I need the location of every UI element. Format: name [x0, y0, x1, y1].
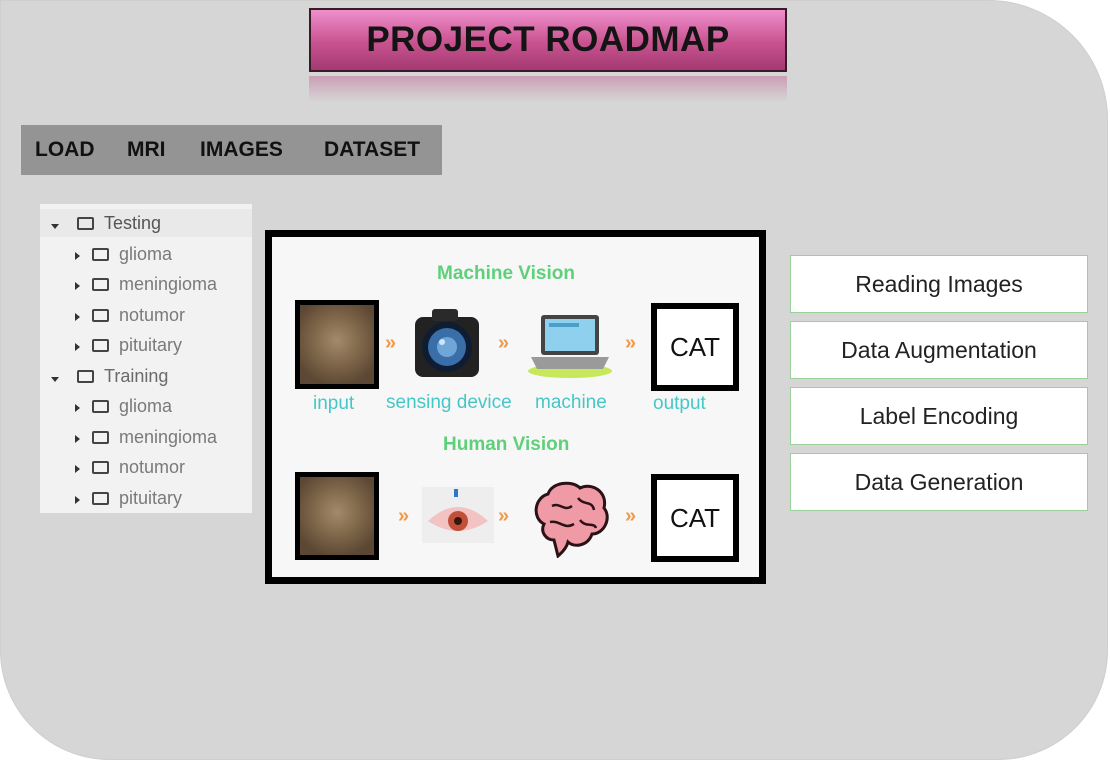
step-label-encoding: Label Encoding — [790, 387, 1088, 445]
camera-icon — [415, 309, 479, 377]
input-frame — [295, 300, 379, 389]
caption-output: output — [653, 393, 706, 414]
input-frame — [295, 472, 379, 560]
vision-diagram-canvas: Machine Vision » » » CAT input sensing d… — [272, 237, 759, 577]
tree-item-label: pituitary — [119, 487, 183, 508]
tree-item-label: meningioma — [119, 273, 218, 294]
chevron-down-icon — [51, 366, 65, 387]
tree-item[interactable]: notumor — [40, 301, 252, 329]
folder-icon — [92, 460, 109, 474]
folder-icon — [92, 247, 109, 261]
tree-item-label: glioma — [119, 395, 173, 416]
images-word: IMAGES — [200, 138, 283, 161]
load-word: LOAD — [35, 138, 95, 161]
human-vision-title: Human Vision — [443, 434, 570, 455]
caption-input: input — [313, 393, 355, 414]
title-reflection — [309, 76, 787, 102]
folder-icon — [92, 399, 109, 413]
eye-icon — [422, 487, 494, 543]
cat-photo-icon — [300, 305, 374, 384]
step-data-generation: Data Generation — [790, 453, 1088, 511]
folder-tree: Testing glioma meningioma notumor pituit… — [40, 204, 252, 513]
folder-icon — [92, 338, 109, 352]
folder-icon — [92, 430, 109, 444]
laptop-icon — [528, 315, 612, 378]
output-label: CAT — [669, 331, 721, 362]
tree-item[interactable]: notumor — [40, 453, 252, 481]
chevron-icon: » — [625, 505, 636, 527]
folder-icon — [92, 277, 109, 291]
chevron-icon: » — [498, 332, 509, 354]
mri-word: MRI — [127, 138, 166, 161]
output-box: CAT — [651, 474, 739, 562]
step-data-augmentation: Data Augmentation — [790, 321, 1088, 379]
chevron-right-icon — [75, 335, 80, 356]
chevron-icon: » — [498, 505, 509, 527]
chevron-right-icon — [75, 457, 80, 478]
chevron-right-icon — [75, 244, 80, 265]
tree-item[interactable]: pituitary — [40, 331, 252, 359]
tree-folder-training[interactable]: Training — [40, 362, 252, 390]
output-box: CAT — [651, 303, 739, 391]
tree-item[interactable]: glioma — [40, 240, 252, 268]
folder-icon — [92, 491, 109, 505]
chevron-icon: » — [385, 332, 396, 354]
caption-machine: machine — [535, 392, 607, 413]
page-title: PROJECT ROADMAP — [309, 8, 787, 72]
folder-icon — [77, 369, 94, 383]
tree-item[interactable]: meningioma — [40, 423, 252, 451]
tree-folder-label: Training — [104, 365, 169, 386]
load-dataset-bar: LOAD MRI IMAGES DATASET — [21, 125, 442, 175]
chevron-right-icon — [75, 396, 80, 417]
vision-diagram-panel: Machine Vision » » » CAT input sensing d… — [265, 230, 766, 584]
tree-item-label: notumor — [119, 456, 186, 477]
chevron-right-icon — [75, 274, 80, 295]
tree-item-label: notumor — [119, 304, 186, 325]
tree-item[interactable]: pituitary — [40, 484, 252, 512]
tree-folder-label: Testing — [104, 212, 162, 233]
output-label: CAT — [669, 502, 721, 533]
caption-sensing-device: sensing device — [386, 392, 512, 413]
dataset-word: DATASET — [324, 138, 421, 161]
chevron-icon: » — [625, 332, 636, 354]
chevron-right-icon — [75, 488, 80, 509]
machine-vision-title: Machine Vision — [437, 263, 575, 284]
folder-icon — [92, 308, 109, 322]
tree-item-label: glioma — [119, 243, 173, 264]
cat-photo-icon — [300, 477, 374, 555]
brain-icon — [534, 481, 609, 558]
tree-item[interactable]: glioma — [40, 392, 252, 420]
chevron-right-icon — [75, 305, 80, 326]
step-reading-images: Reading Images — [790, 255, 1088, 313]
tree-item-label: meningioma — [119, 426, 218, 447]
tree-item-label: pituitary — [119, 334, 183, 355]
chevron-down-icon — [51, 213, 65, 234]
chevron-icon: » — [398, 505, 409, 527]
folder-icon — [77, 216, 94, 230]
chevron-right-icon — [75, 427, 80, 448]
tree-item[interactable]: meningioma — [40, 270, 252, 298]
tree-folder-testing[interactable]: Testing — [40, 209, 252, 237]
